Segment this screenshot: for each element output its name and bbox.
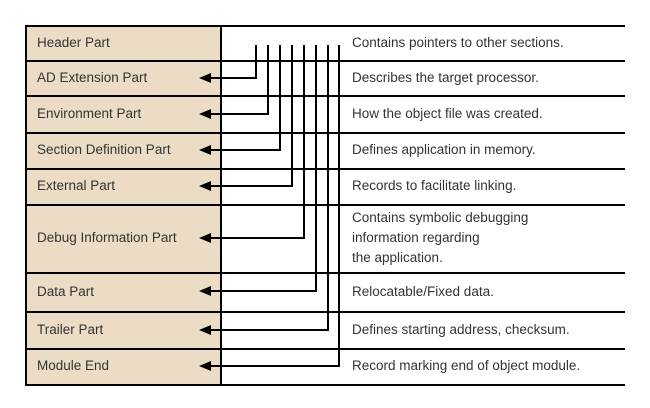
pointer-arrow-icon <box>199 286 211 296</box>
part-description: Relocatable/Fixed data. <box>352 283 494 299</box>
part-description: Record marking end of object module. <box>352 358 581 373</box>
part-label: Environment Part <box>37 105 142 121</box>
part-label: Trailer Part <box>37 321 104 337</box>
part-description: Defines starting address, checksum. <box>352 321 570 337</box>
row-separator <box>25 311 625 313</box>
part-label: Data Part <box>37 283 95 299</box>
part-description: Contains pointers to other sections. <box>352 34 564 50</box>
pointer-arrow-icon <box>199 73 211 83</box>
part-description: Contains symbolic debugging information … <box>352 210 529 265</box>
part-description: Defines application in memory. <box>352 142 536 157</box>
pointer-arrow-icon <box>199 109 211 119</box>
pointer-arrow-icon <box>199 181 211 191</box>
pointer-arrow-icon <box>199 145 211 155</box>
part-description: Records to facilitate linking. <box>352 178 517 193</box>
part-label: Debug Information Part <box>37 230 177 245</box>
part-label: AD Extension Part <box>37 69 148 85</box>
part-label: Header Part <box>37 34 110 50</box>
pointer-arrow-icon <box>199 233 211 243</box>
connector-line-environment-part <box>210 113 269 115</box>
row-separator <box>25 272 625 274</box>
part-description: Describes the target processor. <box>352 69 539 85</box>
connector-line-external-part <box>210 185 293 187</box>
row-separator <box>25 204 625 206</box>
part-label: External Part <box>37 178 116 193</box>
connector-line-module-end <box>210 365 340 367</box>
connector-line-debug-information-part <box>210 237 305 239</box>
connector-line-trailer-part <box>327 45 329 331</box>
connector-line-ad-extension-part <box>255 45 257 79</box>
connector-line-trailer-part <box>210 329 329 331</box>
part-description: How the object file was created. <box>352 105 543 121</box>
connector-line-data-part <box>315 45 317 292</box>
pointer-arrow-icon <box>199 361 211 371</box>
connector-line-section-definition-part <box>210 149 281 151</box>
table-border-top <box>25 25 625 27</box>
part-label: Section Definition Part <box>37 142 171 157</box>
connector-line-section-definition-part <box>279 45 281 151</box>
table-border-left <box>25 25 27 386</box>
connector-line-ad-extension-part <box>210 77 257 79</box>
row-separator <box>25 348 625 350</box>
pointer-arrow-icon <box>199 325 211 335</box>
row-separator <box>25 168 625 170</box>
connector-line-module-end <box>338 45 340 367</box>
part-label: Module End <box>37 358 110 373</box>
connector-line-debug-information-part <box>303 45 305 239</box>
connector-line-data-part <box>210 290 317 292</box>
connector-line-external-part <box>291 45 293 187</box>
row-separator <box>25 60 625 62</box>
connector-line-environment-part <box>267 45 269 115</box>
row-separator <box>25 132 625 134</box>
table-border-bottom <box>25 384 625 386</box>
part-column-divider <box>220 25 222 386</box>
row-separator <box>25 95 625 97</box>
